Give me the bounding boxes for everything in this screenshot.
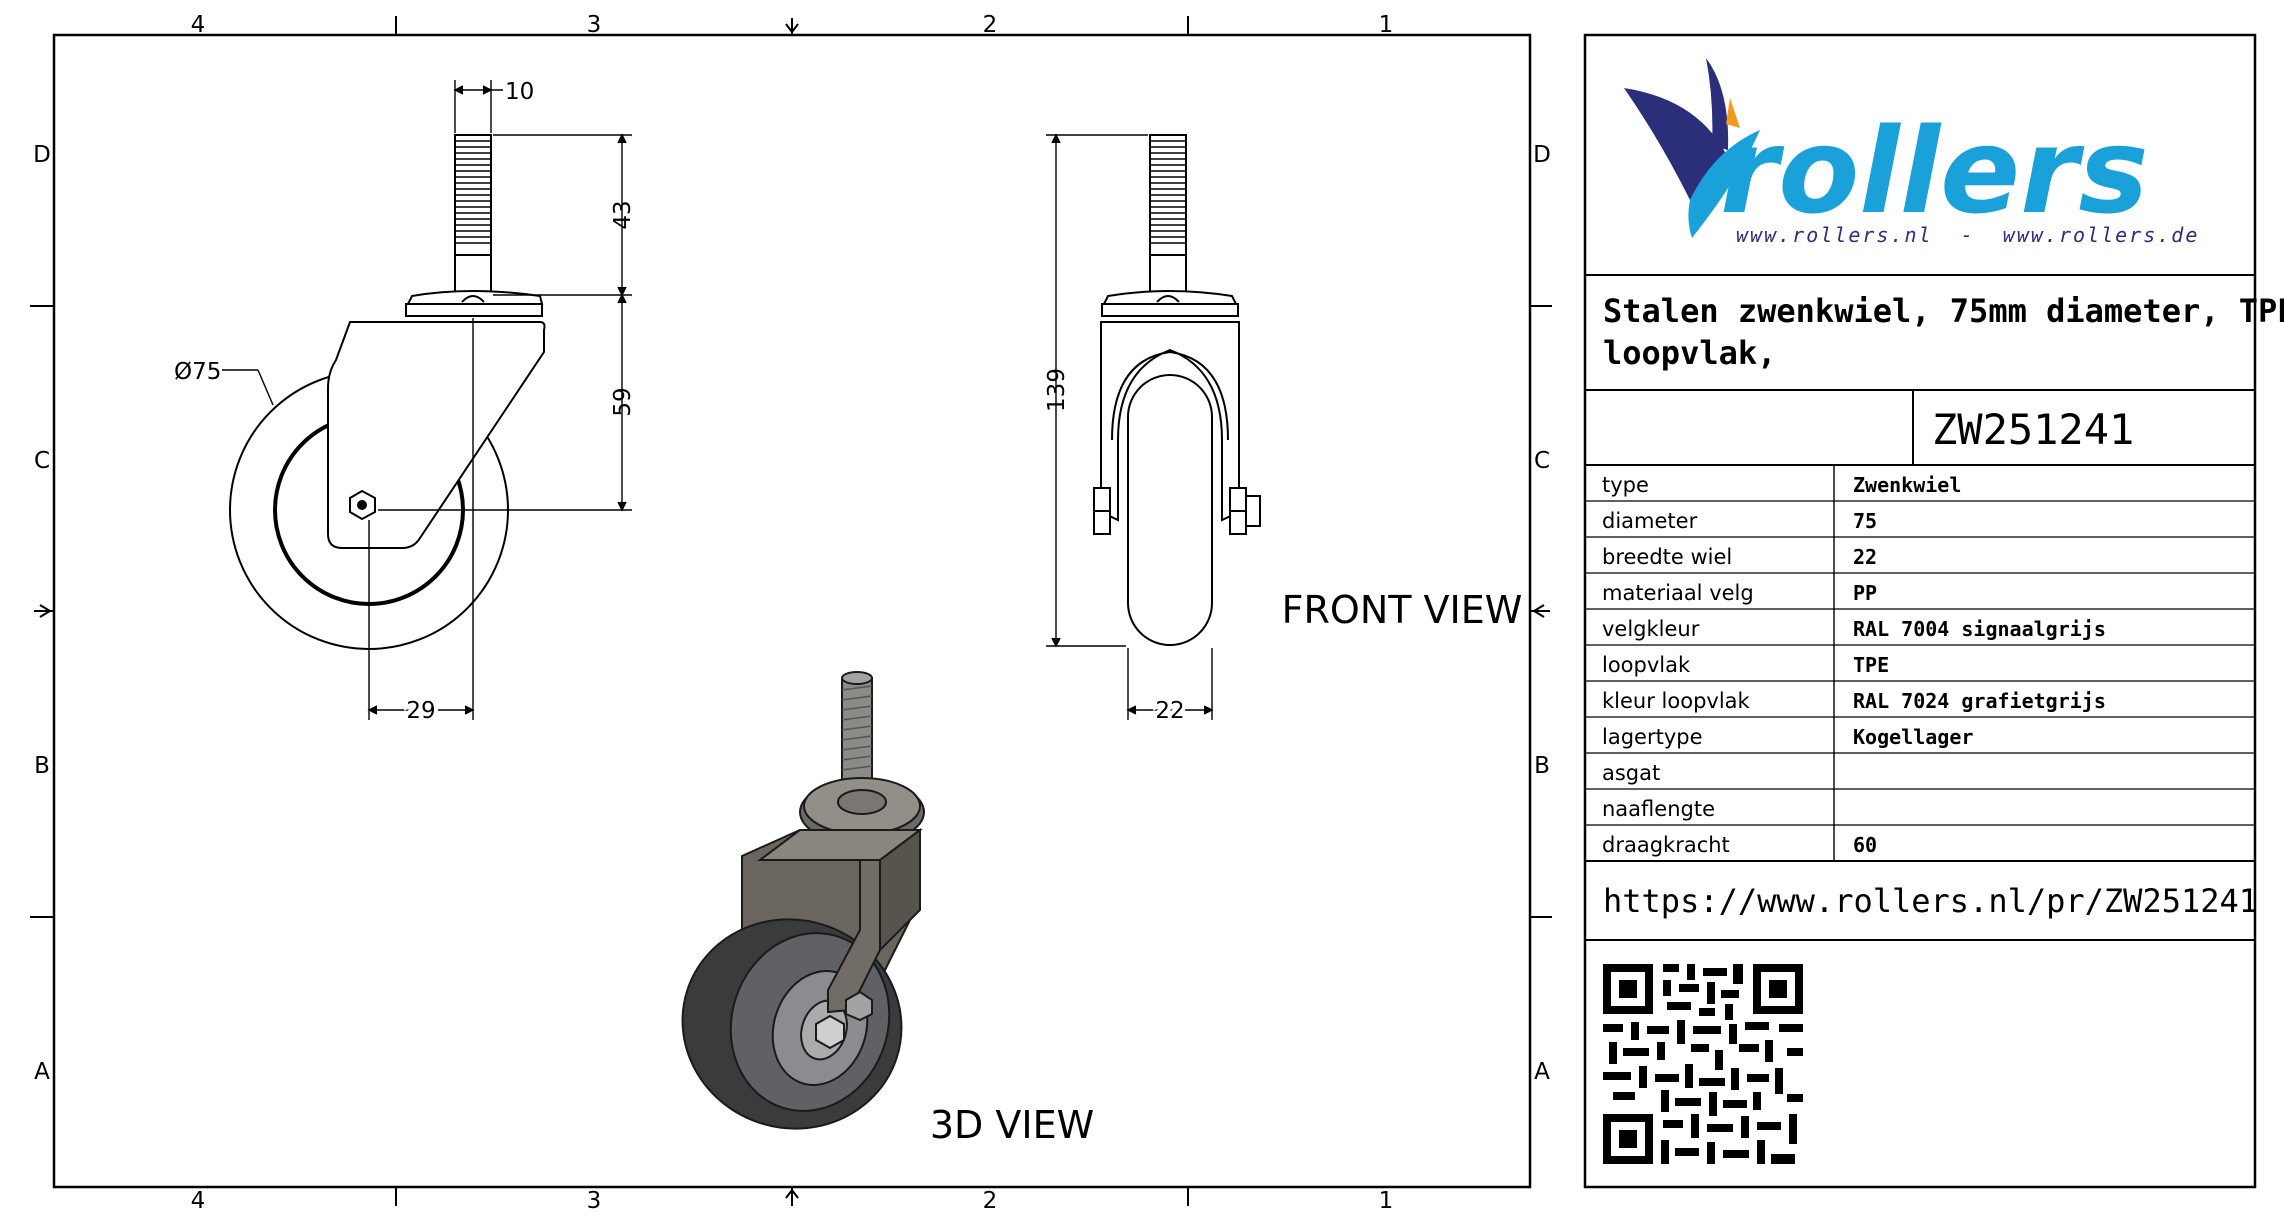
spec-key: diameter <box>1602 509 1698 533</box>
spec-key: velgkleur <box>1602 617 1700 641</box>
centering-mark-bottom <box>785 1187 799 1206</box>
zone-labels: 4 3 2 1 4 3 2 1 D C B A D C B A <box>33 12 1551 1214</box>
spec-key: lagertype <box>1602 725 1703 749</box>
spec-key: kleur loopvlak <box>1602 689 1751 713</box>
zone-row-c-right: C <box>1534 448 1550 474</box>
iso-view <box>681 671 925 1130</box>
spec-key: breedte wiel <box>1602 545 1732 569</box>
spec-value: 75 <box>1853 509 1877 533</box>
dim-total-height: 139 <box>1044 368 1070 412</box>
zone-col-3-bottom: 3 <box>587 1188 602 1214</box>
front-view <box>1093 134 1261 646</box>
side-view-thread <box>455 140 491 244</box>
spec-key: loopvlak <box>1602 653 1691 677</box>
zone-row-b-left: B <box>34 753 50 779</box>
zone-col-4-bottom: 4 <box>191 1188 206 1214</box>
dim-plate-to-axle: 59 <box>610 387 636 416</box>
spec-value: RAL 7004 signaalgrijs <box>1853 617 2106 641</box>
zone-row-b-right: B <box>1534 753 1550 779</box>
zone-col-1-top: 1 <box>1379 12 1394 38</box>
spec-value: Kogellager <box>1853 725 1973 749</box>
centering-mark-top <box>785 18 799 35</box>
spec-key: asgat <box>1602 761 1660 785</box>
qr-code-icon <box>1603 964 1803 1164</box>
zone-col-2-bottom: 2 <box>983 1188 998 1214</box>
spec-key: naaflengte <box>1602 797 1715 821</box>
product-description-line1: Stalen zwenkwiel, 75mm diameter, TPE <box>1603 292 2284 330</box>
dim-wheel-diameter: Ø75 <box>174 359 221 385</box>
dim-offset: 29 <box>406 698 435 724</box>
logo-wordmark: rollers <box>1720 102 2149 240</box>
title-block <box>1583 33 2257 1189</box>
spec-value: RAL 7024 grafietgrijs <box>1853 689 2106 713</box>
side-view-dimension-labels: 10 43 59 29 Ø75 <box>174 79 636 728</box>
dim-wheel-width: 22 <box>1155 698 1184 724</box>
spec-value: 60 <box>1853 833 1877 857</box>
centering-mark-right <box>1530 604 1550 618</box>
dim-stud-length: 43 <box>610 200 636 229</box>
bird-logo-icon <box>1624 58 1760 238</box>
zone-row-c-left: C <box>34 448 50 474</box>
spec-value: PP <box>1853 581 1877 605</box>
spec-table: type Zwenkwiel diameter 75 breedte wiel … <box>1602 473 2106 857</box>
iso-view-label: 3D VIEW <box>930 1103 1094 1147</box>
product-description-line2: loopvlak, <box>1603 334 1776 372</box>
zone-row-a-left: A <box>34 1059 50 1085</box>
front-view-thread <box>1150 140 1186 244</box>
side-view-dimensions <box>222 80 632 720</box>
side-view <box>229 134 546 650</box>
centering-mark-left <box>34 604 54 618</box>
spec-key: type <box>1602 473 1649 497</box>
spec-key: draagkracht <box>1602 833 1730 857</box>
front-view-label: FRONT VIEW <box>1282 588 1523 632</box>
dim-stud-diameter: 10 <box>505 79 534 105</box>
zone-col-4-top: 4 <box>191 12 206 38</box>
zone-row-d-right: D <box>1533 142 1551 168</box>
zone-col-3-top: 3 <box>587 12 602 38</box>
spec-value: Zwenkwiel <box>1853 473 1961 497</box>
front-view-dimension-labels: 139 22 <box>1044 368 1189 728</box>
product-url[interactable]: https://www.rollers.nl/pr/ZW251241 <box>1603 882 2258 920</box>
drawing-frame <box>30 16 1552 1206</box>
front-view-dimensions <box>1046 133 1214 720</box>
zone-col-1-bottom: 1 <box>1379 1188 1394 1214</box>
article-code: ZW251241 <box>1932 405 2134 454</box>
logo-urls: www.rollers.nl - www.rollers.de <box>1736 223 2199 247</box>
spec-value: 22 <box>1853 545 1877 569</box>
zone-row-d-left: D <box>33 142 51 168</box>
iso-thread <box>841 685 873 771</box>
rollers-logo: rollers www.rollers.nl - www.rollers.de <box>1624 58 2199 247</box>
spec-value: TPE <box>1853 653 1889 677</box>
spec-key: materiaal velg <box>1602 581 1754 605</box>
zone-row-a-right: A <box>1534 1059 1550 1085</box>
zone-col-2-top: 2 <box>983 12 998 38</box>
